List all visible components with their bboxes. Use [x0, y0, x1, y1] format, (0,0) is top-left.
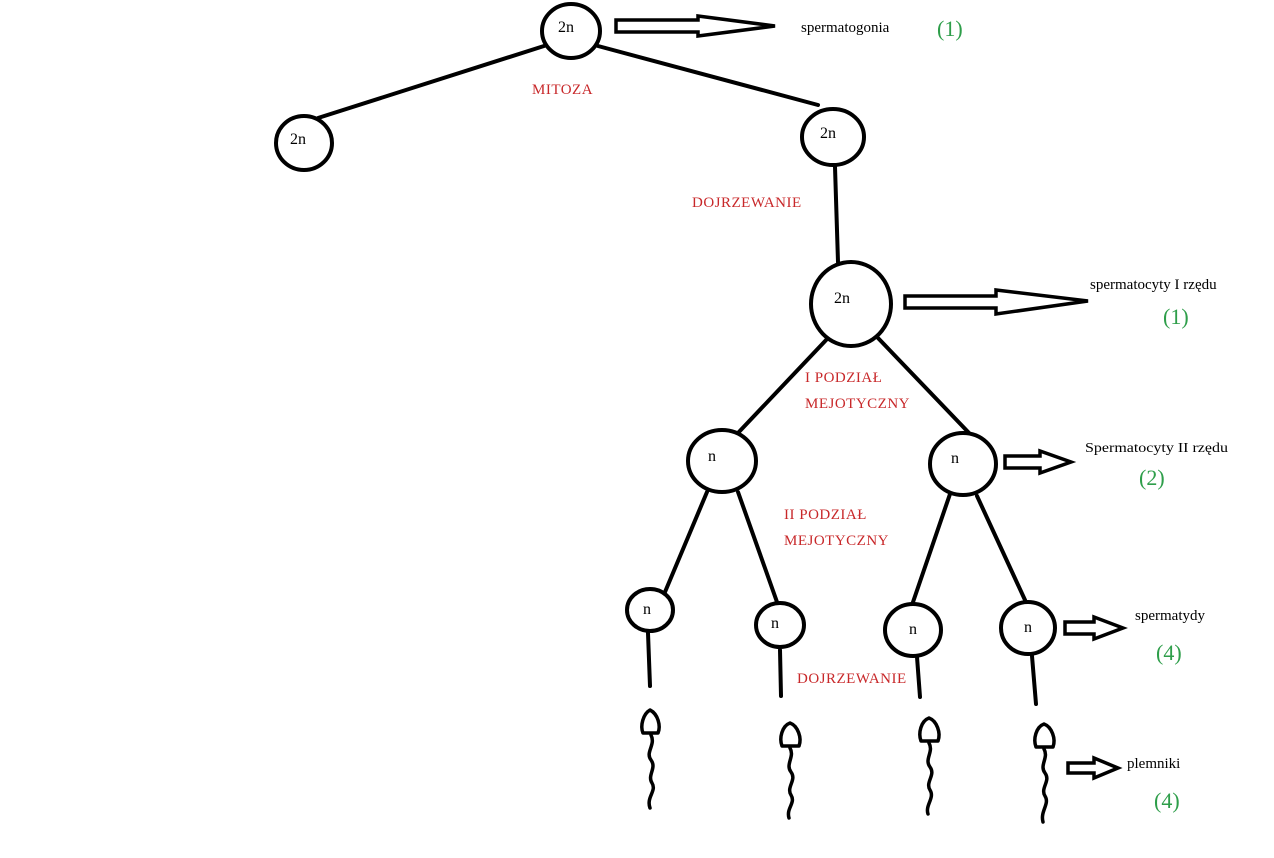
- connector-maturation2-4: [1030, 654, 1038, 706]
- cell-label: 2n: [290, 131, 306, 148]
- annotation-name-sperm: plemniki: [1127, 756, 1180, 772]
- sperm-icon: [779, 721, 802, 820]
- connector-meiosis1-left: [735, 336, 830, 436]
- connector-meiosis2-rl: [910, 492, 952, 607]
- cell-label: 2n: [834, 290, 850, 307]
- annotation-count-spermatogonia: (1): [937, 16, 963, 41]
- connector-meiosis1-right: [876, 336, 972, 436]
- sperm-icon: [640, 708, 661, 810]
- cells: [274, 2, 1057, 658]
- sperm-cells: [640, 708, 1056, 824]
- cell-spermatid-2: [754, 601, 806, 649]
- connector-top-left: [316, 44, 546, 120]
- annotation-name-spermatocytes-2: Spermatocyty II rzędu: [1085, 441, 1228, 456]
- connector-maturation2-1: [646, 631, 652, 688]
- stage-label-meiosis-2: II PODZIAŁ: [784, 507, 867, 523]
- connector-maturation-1: [833, 165, 840, 264]
- cell-spermatocyte-2-left: [686, 428, 758, 494]
- cell-label: n: [643, 601, 651, 618]
- cell-label: 2n: [558, 19, 574, 36]
- connector-meiosis2-lr: [736, 490, 779, 604]
- cell-spermatocyte-1: [809, 260, 893, 348]
- stage-labels: MITOZA DOJRZEWANIE I PODZIAŁ MEJOTYCZNY …: [532, 82, 910, 687]
- annotation-count-spermatocytes-2: (2): [1139, 465, 1165, 490]
- stage-label-meiosis-1: I PODZIAŁ: [805, 370, 882, 386]
- annotations: spermatogonia (1) spermatocyty I rzędu (…: [801, 16, 1228, 813]
- cell-spermatogonium-right: [800, 107, 866, 167]
- cell-labels: 2n 2n 2n 2n n n n n n n: [290, 19, 1032, 638]
- annotation-name-spermatocytes-1: spermatocyty I rzędu: [1090, 277, 1217, 293]
- connector-lines: [316, 44, 1038, 706]
- cell-label: n: [951, 450, 959, 467]
- arrows: [614, 14, 1128, 781]
- arrow-right-icon: [1003, 448, 1077, 476]
- cell-spermatogonium-left: [274, 114, 334, 172]
- stage-label-mitosis: MITOZA: [532, 82, 593, 98]
- stage-label-meiosis-1: MEJOTYCZNY: [805, 396, 910, 412]
- annotation-count-spermatids: (4): [1156, 640, 1182, 665]
- cell-label: n: [708, 448, 716, 465]
- connector-maturation2-3: [915, 655, 922, 699]
- stage-label-meiosis-2: MEJOTYCZNY: [784, 533, 889, 549]
- cell-label: n: [909, 621, 917, 638]
- arrow-right-icon: [1063, 614, 1128, 642]
- sperm-icon: [918, 716, 941, 816]
- cell-spermatid-1: [625, 587, 675, 633]
- arrow-right-icon: [903, 288, 1089, 317]
- connector-top-right: [596, 44, 820, 107]
- connector-meiosis2-ll: [663, 490, 709, 594]
- connector-meiosis2-rr: [975, 494, 1027, 602]
- connector-maturation2-2: [778, 648, 783, 698]
- cell-label: n: [771, 615, 779, 632]
- arrow-right-icon: [1066, 755, 1123, 781]
- cell-spermatid-4: [999, 600, 1057, 656]
- cell-label: n: [1024, 619, 1032, 636]
- stage-label-maturation-1: DOJRZEWANIE: [692, 195, 802, 211]
- stage-label-maturation-2: DOJRZEWANIE: [797, 671, 907, 687]
- cell-spermatocyte-2-right: [928, 431, 998, 497]
- annotation-count-spermatocytes-1: (1): [1163, 304, 1189, 329]
- annotation-count-sperm: (4): [1154, 788, 1180, 813]
- arrow-right-icon: [614, 14, 776, 38]
- sperm-icon: [1033, 722, 1056, 824]
- annotation-name-spermatids: spermatydy: [1135, 608, 1205, 624]
- cell-spermatogonium-top: [540, 2, 602, 60]
- annotation-name-spermatogonia: spermatogonia: [801, 20, 890, 36]
- cell-spermatid-3: [883, 602, 943, 658]
- cell-label: 2n: [820, 125, 836, 142]
